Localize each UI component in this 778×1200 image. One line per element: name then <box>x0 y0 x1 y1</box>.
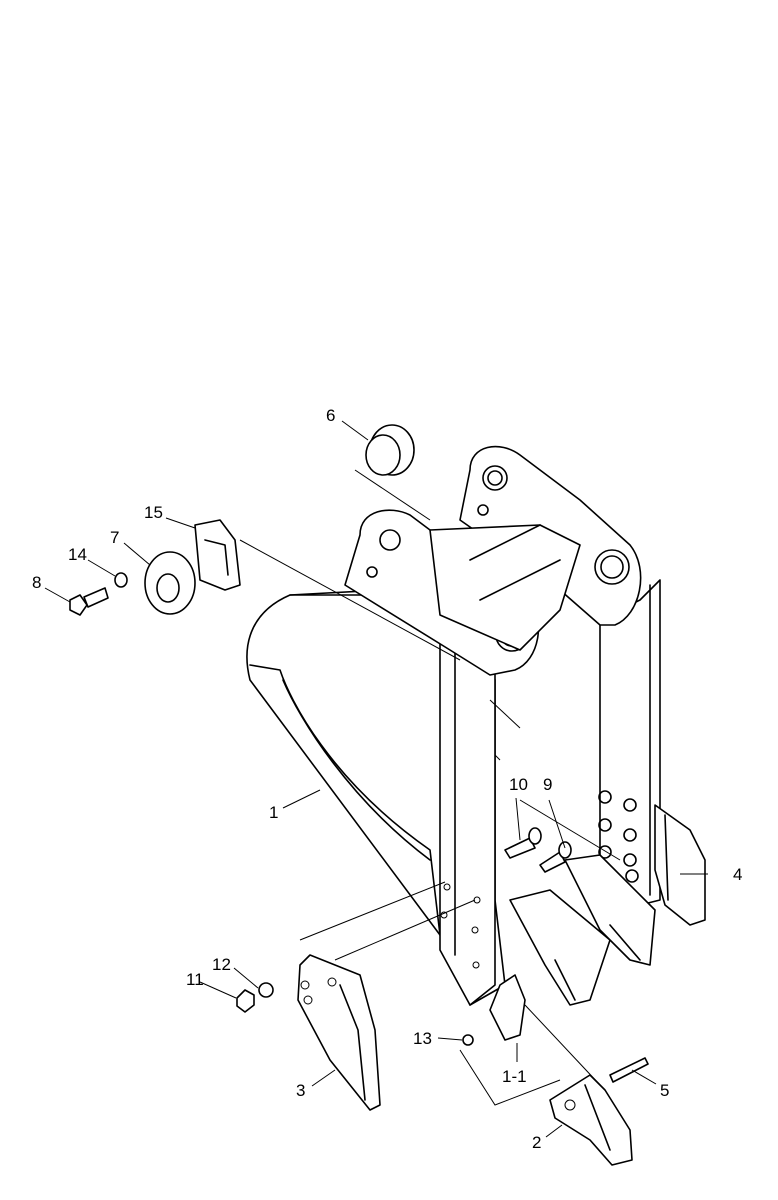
label-3: 3 <box>296 1081 305 1100</box>
label-1-1: 1-1 <box>502 1067 527 1086</box>
label-15: 15 <box>144 503 163 522</box>
bolts-9-10 <box>504 827 572 873</box>
bucket-teeth <box>489 854 656 1041</box>
label-13: 13 <box>413 1029 432 1048</box>
part-labels: 6 15 7 14 8 1 10 9 4 12 11 13 1-1 3 5 2 <box>32 406 742 1152</box>
side-cutter-right <box>654 804 706 926</box>
washer-12 <box>258 982 274 998</box>
shim-15 <box>194 519 241 591</box>
label-2: 2 <box>532 1133 541 1152</box>
label-10: 10 <box>509 775 528 794</box>
washer-14 <box>114 572 128 588</box>
label-1: 1 <box>269 803 278 822</box>
label-11: 11 <box>186 970 204 989</box>
bucket-body <box>246 445 661 1006</box>
label-4: 4 <box>733 865 742 884</box>
label-5: 5 <box>660 1081 669 1100</box>
pin-5 <box>609 1057 649 1083</box>
bushing-6 <box>354 424 431 521</box>
label-14: 14 <box>68 545 87 564</box>
washer-13 <box>462 1034 474 1046</box>
label-9: 9 <box>543 775 552 794</box>
assembly-lines <box>239 539 621 1106</box>
label-7: 7 <box>110 528 119 547</box>
leader-lines <box>44 420 708 1138</box>
label-12: 12 <box>212 955 231 974</box>
bolt-8 <box>69 587 109 616</box>
plate-7 <box>144 551 196 615</box>
side-bolts <box>598 790 639 883</box>
tooth-point-2 <box>549 1074 633 1166</box>
label-8: 8 <box>32 573 41 592</box>
label-6: 6 <box>326 406 335 425</box>
side-cutter-left <box>297 954 381 1111</box>
nut-11 <box>236 989 255 1013</box>
